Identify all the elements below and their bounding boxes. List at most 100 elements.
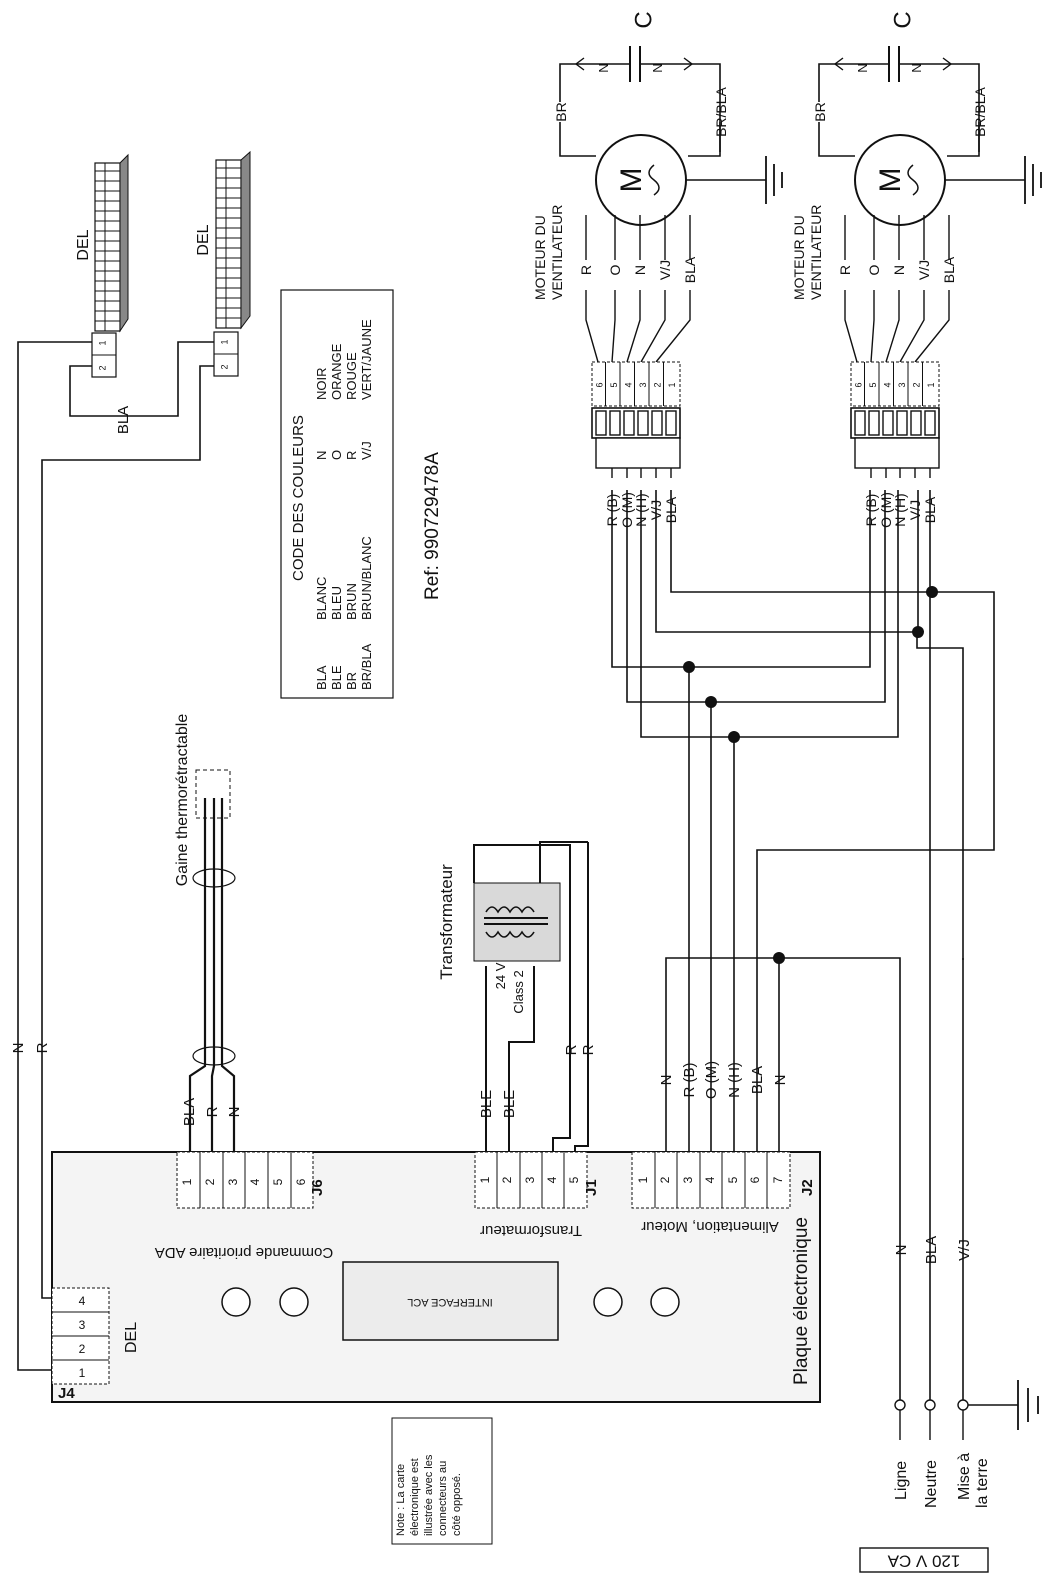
motor-pin: 6 <box>594 382 604 387</box>
harness-label: V/J <box>648 500 664 520</box>
supply-wire-bla: BLA <box>923 1236 940 1264</box>
supply-wire-vj: V/J <box>956 1239 973 1261</box>
motor-title: MOTEUR DU <box>532 215 548 300</box>
j4-pin-2: 2 <box>79 1342 86 1356</box>
priority-control-wires <box>188 798 236 1152</box>
motor-lead-br <box>559 63 600 102</box>
j2-pin-5: 5 <box>726 1176 740 1183</box>
j6-pin-3: 3 <box>226 1178 240 1185</box>
j6-wire-r: R <box>204 1106 221 1117</box>
j1-pin-5: 5 <box>567 1176 581 1183</box>
j2-wire-n: N <box>658 1075 675 1086</box>
motor-lead-label: O <box>607 264 623 275</box>
connector-j1: 1 2 3 4 5 J1 Transformateur <box>474 1151 600 1239</box>
capacitor-n-left: N <box>855 63 870 72</box>
shrink-sleeve-ring-2 <box>192 1046 236 1066</box>
motor-lead-label: V/J <box>657 260 673 280</box>
transformer-label: Transformateur <box>437 864 456 980</box>
motor-lead-label: O <box>866 264 882 275</box>
j1-wire-ble-2: BLE <box>501 1090 518 1118</box>
j2-wire-nh: N (H) <box>726 1062 743 1098</box>
j4-pin-4: 4 <box>79 1294 86 1308</box>
color-code-entry: BLE <box>329 665 344 690</box>
transformer-class: Class 2 <box>511 970 526 1013</box>
led-strip-2: 2 1 DEL <box>195 150 251 377</box>
j2-pin-3: 3 <box>681 1176 695 1183</box>
supply-terminals <box>894 1380 1039 1440</box>
motor-pin: 5 <box>868 382 878 387</box>
color-code-entry: V/J <box>359 441 374 460</box>
color-code-entry: ROUGE <box>344 352 359 400</box>
j6-wire-bla: BLA <box>181 1098 198 1126</box>
harness-label: R (B) <box>604 494 620 527</box>
j2-pin-4: 4 <box>703 1176 717 1183</box>
j2-pin-7: 7 <box>771 1176 785 1183</box>
motor-pin: 6 <box>853 382 863 387</box>
j2-name: J2 <box>799 1179 816 1196</box>
color-code-entry: O <box>329 450 344 460</box>
motor-lead-label: BLA <box>941 256 957 283</box>
terminal-ligne: Ligne <box>893 1461 910 1500</box>
electronic-board: Plaque électronique INTERFACE ACL 4 3 2 … <box>51 1151 821 1403</box>
lead-br-label: BR <box>812 102 828 121</box>
j6-pin-2: 2 <box>203 1178 217 1185</box>
motor-title-2: VENTILATEUR <box>549 205 565 300</box>
j1-pin-2: 2 <box>500 1176 514 1183</box>
led2-label: DEL <box>195 224 212 255</box>
j2-pin-6: 6 <box>748 1176 762 1183</box>
led1-pin-2: 2 <box>97 365 107 370</box>
motor-title: MOTEUR DU <box>791 215 807 300</box>
j2-wire-bla: BLA <box>749 1066 766 1094</box>
j1-wire-ble-1: BLE <box>478 1090 495 1118</box>
color-code-entry: BR/BLA <box>359 643 374 690</box>
led1-pin-1: 1 <box>97 340 107 345</box>
shrink-sleeve-label: Gaine thermorétractable <box>174 714 191 887</box>
terminal-ground-label-2: la terre <box>974 1458 991 1508</box>
led-common-wire: BLA <box>115 406 132 434</box>
led-feed-wire-r: R <box>34 1042 51 1053</box>
color-code-entry: BRUN <box>344 583 359 620</box>
color-code-entry: ORANGE <box>329 343 344 400</box>
color-code-entry: BLANC <box>314 577 329 620</box>
motor-pin: 1 <box>667 382 677 387</box>
motor-pin: 1 <box>926 382 936 387</box>
j2-wire-o: O (M) <box>703 1061 720 1099</box>
lcd-label: INTERFACE ACL <box>407 1296 493 1308</box>
color-code-entry: NOIR <box>314 368 329 401</box>
j2-label: Alimentation, Moteur <box>641 1218 779 1235</box>
terminal-ground: Mise à la terre <box>956 1453 991 1508</box>
led-strip-1: 2 1 DEL <box>75 153 129 378</box>
terminal-neutre: Neutre <box>923 1460 940 1508</box>
supply-voltage-box: 120 V CA <box>859 1547 989 1573</box>
color-code-title: CODE DES COULEURS <box>290 415 307 581</box>
transformer-wires <box>473 841 589 1152</box>
ac-tilde-icon <box>907 164 919 196</box>
j6-wire-n: N <box>226 1107 243 1118</box>
motor-symbol: M <box>615 168 648 193</box>
motor-pin: 3 <box>897 382 907 387</box>
color-code-entry: VERT/JAUNE <box>359 319 374 400</box>
connector-j4: 4 3 2 1 J4 DEL <box>51 1287 140 1402</box>
j6-pin-6: 6 <box>294 1178 308 1185</box>
supply-wire-n: N <box>893 1245 910 1256</box>
j6-name: J6 <box>309 1179 326 1196</box>
led-feed-wires <box>17 341 214 1371</box>
j4-pin-3: 3 <box>79 1318 86 1332</box>
led2-pin-2: 2 <box>219 364 229 369</box>
j2-wire-n2: N <box>772 1075 789 1086</box>
harness-label: O (M) <box>878 492 894 528</box>
led2-pin-1: 1 <box>219 339 229 344</box>
harness-label: R (B) <box>863 494 879 527</box>
board-button-2 <box>279 1287 309 1317</box>
reference-number: Ref: 990729478A <box>422 452 443 600</box>
board-button-3 <box>593 1287 623 1317</box>
motor-lead-label: BLA <box>682 256 698 283</box>
color-code-entry: R <box>344 451 359 460</box>
motor-pin: 3 <box>638 382 648 387</box>
motor-pin: 5 <box>609 382 619 387</box>
